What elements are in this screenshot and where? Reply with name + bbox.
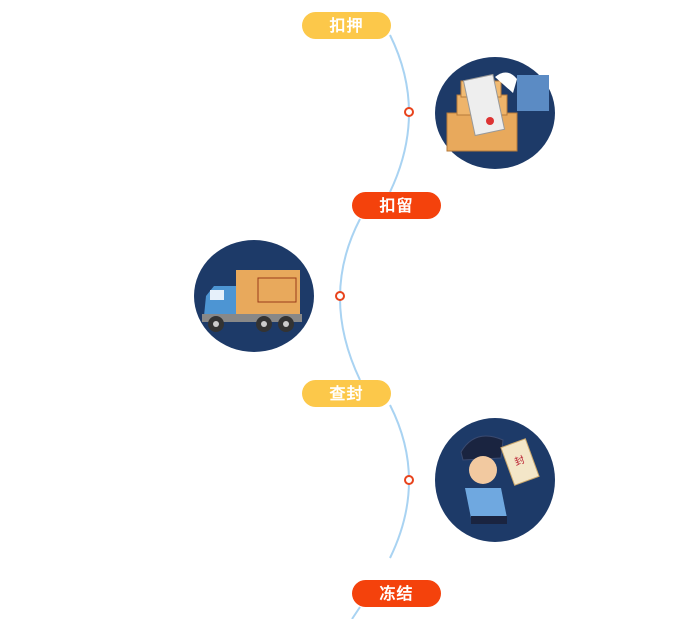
timeline-dot [335, 291, 345, 301]
step-label-detain: 扣留 [352, 192, 441, 219]
truck-detain-illustration [194, 240, 314, 352]
timeline-dot [404, 107, 414, 117]
step-label-seize: 扣押 [302, 12, 391, 39]
boxes-seizure-illustration [435, 57, 555, 169]
step-label-seal: 查封 [302, 380, 391, 407]
step-label-freeze: 冻结 [352, 580, 441, 607]
svg-text:封: 封 [513, 453, 527, 469]
timeline-dot [404, 475, 414, 485]
officer-seal-illustration: 封 [435, 418, 555, 542]
